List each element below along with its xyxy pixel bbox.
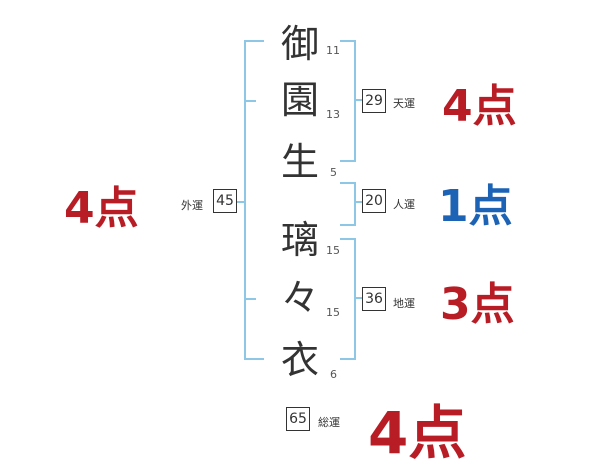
soun-label: 総運 [318,416,340,429]
name-char-2: 園 [280,78,319,122]
jinun-bracket [340,182,356,226]
stroke-count-4: 15 [326,244,340,257]
stroke-count-6: 6 [330,368,337,381]
name-char-5: 々 [280,276,319,320]
name-char-1: 御 [280,22,319,66]
gaiun-score: 4点 [64,183,139,234]
chiun-score: 3点 [440,279,515,330]
gaiun-bracket [244,40,264,360]
stroke-count-2: 13 [326,108,340,121]
jinun-score: 1点 [438,181,513,232]
left-tick-lower [246,298,256,300]
tenun-label: 天運 [393,97,415,110]
stroke-count-1: 11 [326,44,340,57]
gaiun-tick [236,201,246,203]
jinun-label: 人運 [393,198,415,211]
gaiun-value-box: 45 [213,189,237,213]
name-char-6: 衣 [280,338,319,382]
tenun-value-box: 29 [362,89,386,113]
stroke-count-3: 5 [330,166,337,179]
chiun-bracket [340,238,356,360]
jinun-tick [354,201,362,203]
name-char-4: 璃 [280,218,319,262]
gaiun-label: 外運 [181,199,203,212]
soun-score: 4点 [368,399,467,467]
left-tick-upper [246,100,256,102]
jinun-value-box: 20 [362,189,386,213]
soun-value-box: 65 [286,407,310,431]
tenun-score: 4点 [442,81,517,132]
stroke-count-5: 15 [326,306,340,319]
tenun-bracket [340,40,356,162]
chiun-label: 地運 [393,297,415,310]
chiun-tick [354,297,362,299]
chiun-value-box: 36 [362,287,386,311]
name-char-3: 生 [280,140,319,184]
tenun-tick [354,99,362,101]
